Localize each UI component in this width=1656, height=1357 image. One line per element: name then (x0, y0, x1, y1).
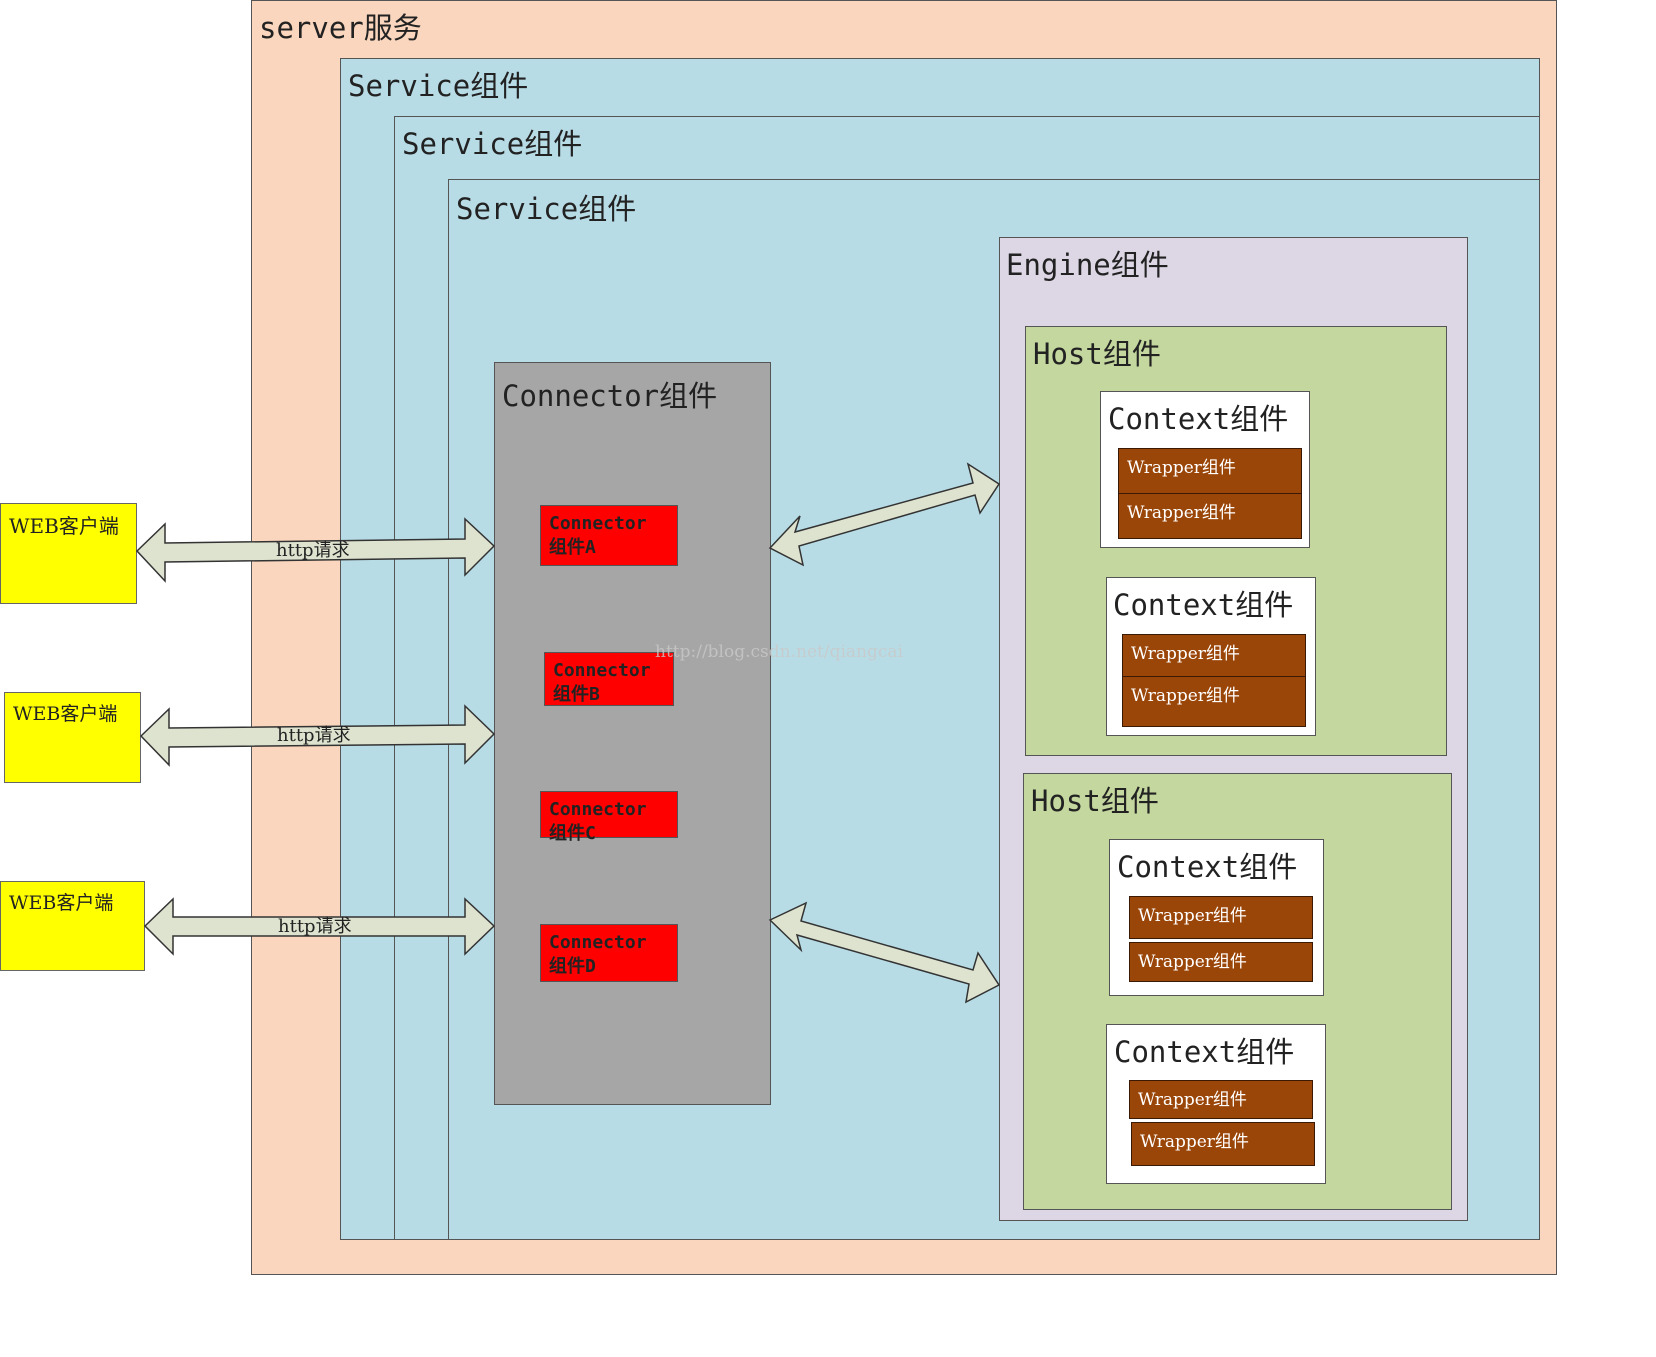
host-label-2: Host组件 (1031, 784, 1159, 818)
service-label-3: Service组件 (456, 192, 637, 226)
connector-item-d-label: Connector 组件D (549, 932, 647, 977)
http-request-label-1: http请求 (276, 540, 350, 561)
web-client-label-2: WEB客户端 (13, 703, 118, 725)
http-arrow-3 (143, 897, 496, 956)
wrapper-label-2-2-1: Wrapper组件 (1138, 1090, 1247, 1110)
connector-item-d: Connector 组件D (540, 924, 678, 982)
web-client-3: WEB客户端 (0, 881, 145, 971)
http-request-label-2: http请求 (277, 725, 351, 746)
engine-arrow-2 (768, 901, 1001, 1004)
connector-item-c: Connector 组件C (540, 791, 678, 844)
web-client-label-1: WEB客户端 (9, 514, 119, 538)
wrapper-2-2-2: Wrapper组件 (1131, 1122, 1315, 1166)
wrapper-2-1-1: Wrapper组件 (1129, 896, 1313, 939)
web-client-label-3: WEB客户端 (9, 892, 114, 914)
watermark: http://blog.csdn.net/qiangcai (655, 642, 904, 662)
wrapper-label-2-2-2: Wrapper组件 (1140, 1132, 1249, 1152)
wrapper-label-1-1-2: Wrapper组件 (1127, 503, 1236, 523)
wrapper-label-2-1-2: Wrapper组件 (1138, 952, 1247, 972)
wrapper-label-2-1-1: Wrapper组件 (1138, 906, 1247, 926)
connector-label: Connector组件 (502, 379, 718, 413)
service-label-1: Service组件 (348, 69, 529, 103)
http-arrow-1 (135, 517, 496, 583)
context-label-2-2: Context组件 (1114, 1035, 1295, 1069)
connector-item-a: Connector 组件A (540, 505, 678, 566)
engine-label: Engine组件 (1006, 248, 1169, 282)
wrapper-label-1-2-2: Wrapper组件 (1131, 686, 1240, 706)
service-label-2: Service组件 (402, 127, 583, 161)
web-client-2: WEB客户端 (4, 692, 141, 783)
wrapper-1-1-1: Wrapper组件 (1118, 448, 1302, 494)
context-label-2-1: Context组件 (1117, 850, 1298, 884)
wrapper-1-1-2: Wrapper组件 (1118, 493, 1302, 539)
wrapper-2-1-2: Wrapper组件 (1129, 942, 1313, 982)
connector-item-a-label: Connector 组件A (549, 513, 647, 558)
connector-item-b-label: Connector 组件B (553, 660, 651, 705)
wrapper-label-1-2-1: Wrapper组件 (1131, 644, 1240, 664)
web-client-1: WEB客户端 (0, 503, 137, 604)
http-request-label-3: http请求 (278, 916, 352, 937)
http-arrow-2 (139, 704, 496, 767)
context-label-1-1: Context组件 (1108, 402, 1289, 436)
wrapper-label-1-1-1: Wrapper组件 (1127, 458, 1236, 478)
wrapper-1-2-2: Wrapper组件 (1122, 676, 1306, 727)
engine-arrow-1 (768, 462, 1001, 567)
host-label-1: Host组件 (1033, 337, 1161, 371)
server-label: server服务 (259, 11, 422, 45)
context-label-1-2: Context组件 (1113, 588, 1294, 622)
connector-item-b: Connector 组件B (544, 652, 674, 706)
connector-item-c-label: Connector 组件C (549, 799, 647, 844)
wrapper-2-2-1: Wrapper组件 (1129, 1080, 1313, 1119)
